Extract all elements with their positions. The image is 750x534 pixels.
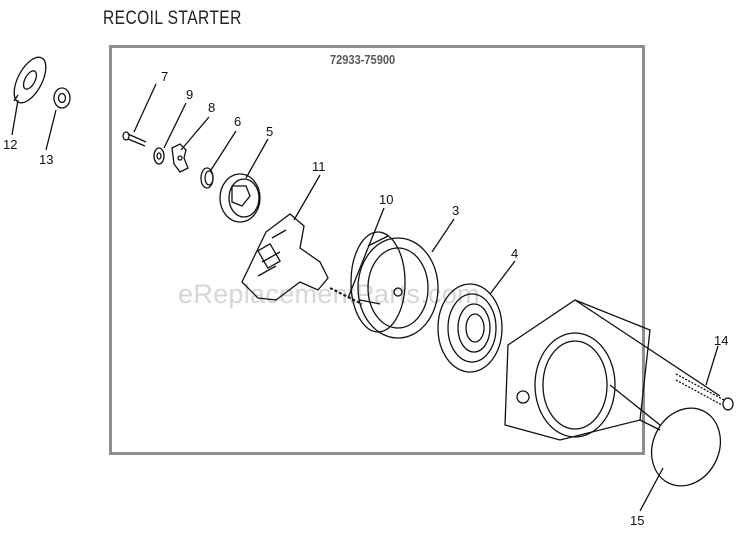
part-11-handle[interactable] [241, 213, 329, 301]
callout-13: 13 [39, 152, 53, 167]
part-9-washer[interactable] [153, 147, 165, 165]
part-5-ratchet[interactable] [219, 173, 261, 223]
callout-15: 15 [630, 513, 644, 528]
part-12-flange[interactable] [8, 52, 53, 107]
callout-12: 12 [3, 137, 17, 152]
callout-3: 3 [452, 203, 459, 218]
part-10-rope[interactable] [329, 287, 363, 305]
part-13-nut[interactable] [53, 87, 71, 109]
assembly-frame [109, 45, 645, 455]
part-6-spring[interactable] [200, 167, 214, 189]
part-7-screw[interactable] [122, 131, 147, 147]
part-14-bolt[interactable] [675, 373, 734, 411]
starter-housing[interactable] [504, 299, 721, 441]
diagram-title: RECOIL STARTER [103, 8, 242, 29]
callout-9: 9 [186, 87, 193, 102]
part-3-pulley[interactable] [350, 231, 439, 339]
callout-5: 5 [266, 124, 273, 139]
part-4-spring[interactable] [437, 283, 503, 373]
callout-7: 7 [161, 69, 168, 84]
part-15-cover[interactable] [609, 384, 733, 497]
watermark: eReplacementParts.com [178, 279, 480, 309]
callout-8: 8 [208, 100, 215, 115]
callout-10: 10 [379, 192, 393, 207]
assembly-number: 72933-75900 [330, 52, 396, 67]
callout-14: 14 [714, 333, 728, 348]
part-8-pawl[interactable] [171, 143, 189, 173]
callout-11: 11 [312, 159, 326, 174]
callout-6: 6 [234, 114, 241, 129]
callout-4: 4 [511, 246, 518, 261]
